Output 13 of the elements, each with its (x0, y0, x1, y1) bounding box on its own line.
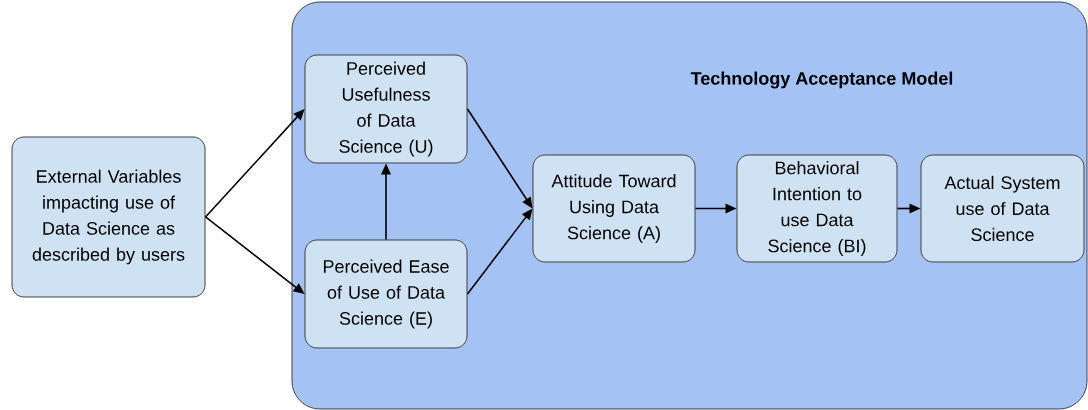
arrow (204, 109, 305, 218)
arrow (466, 108, 533, 209)
process-box: External Variables impacting use of Data Science as described by users (11, 136, 206, 298)
arrow (694, 203, 737, 214)
arrow (381, 163, 391, 241)
process-box: Attitude Toward Using Data Science (A) (532, 154, 696, 263)
arrow (896, 203, 921, 214)
arrow (466, 208, 533, 295)
process-box: Actual System use of Data Science (920, 154, 1085, 263)
process-box: Perceived Ease of Use of Data Science (E) (304, 239, 468, 349)
process-box: Perceived Usefulness of Data Science (U) (304, 54, 468, 164)
arrow (204, 216, 305, 294)
process-box: Behavioral Intention to use Data Science (BI) (736, 154, 898, 263)
